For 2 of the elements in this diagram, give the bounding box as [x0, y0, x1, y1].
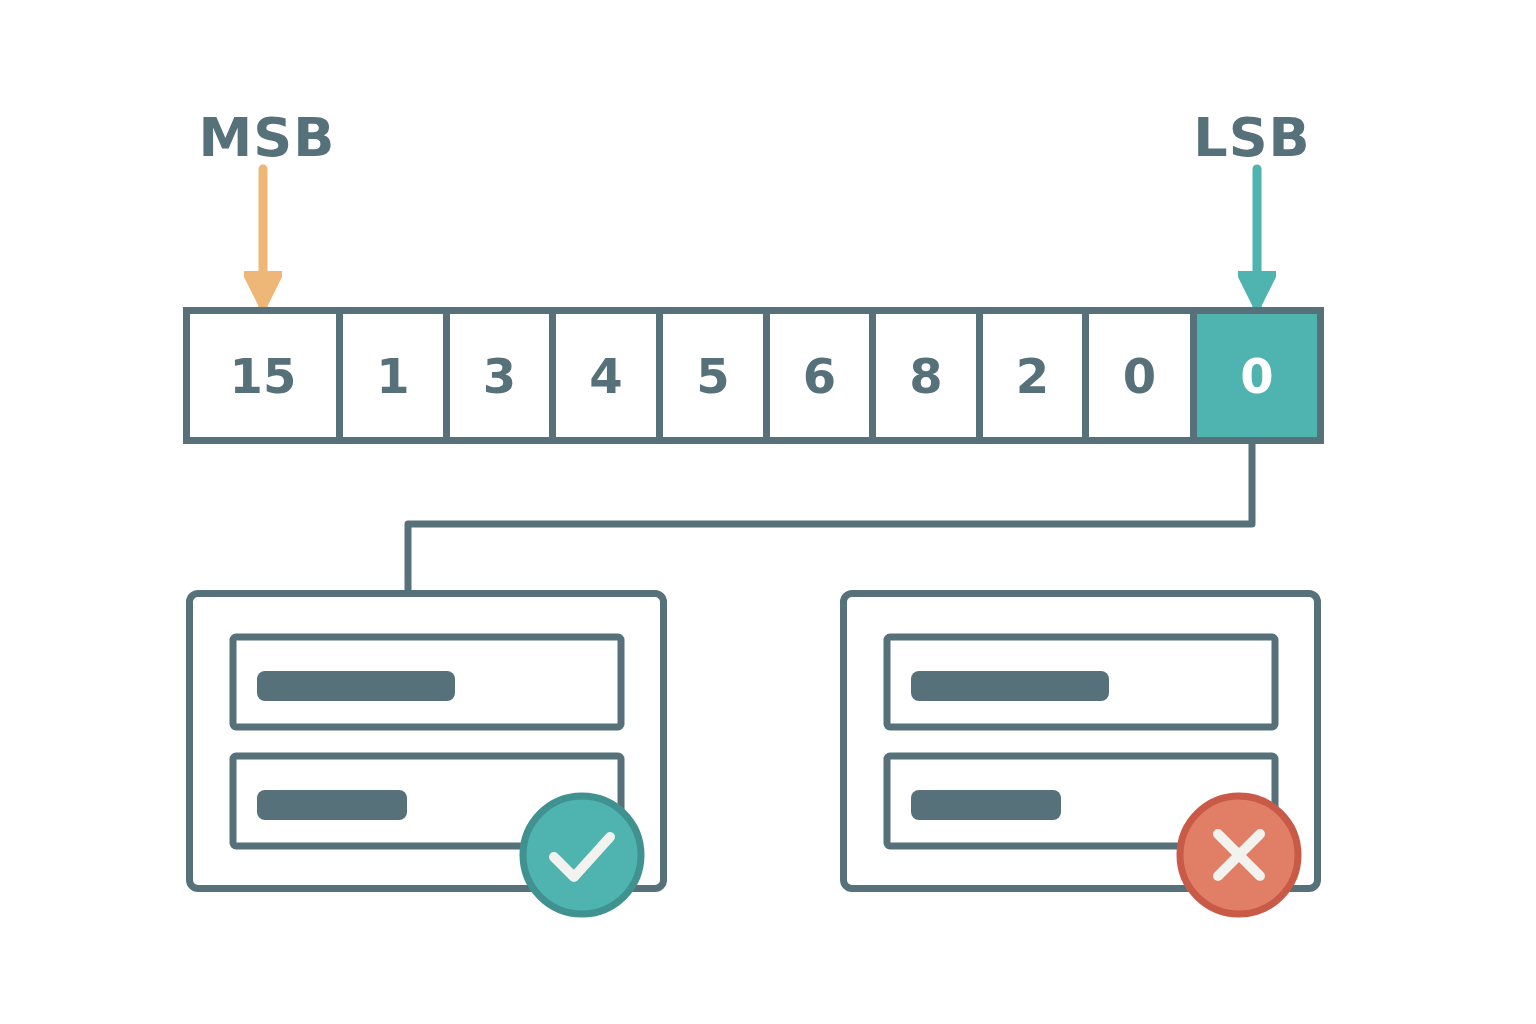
- bit-label: LSB: [1172, 105, 1332, 169]
- bit-label: MSB: [187, 105, 347, 169]
